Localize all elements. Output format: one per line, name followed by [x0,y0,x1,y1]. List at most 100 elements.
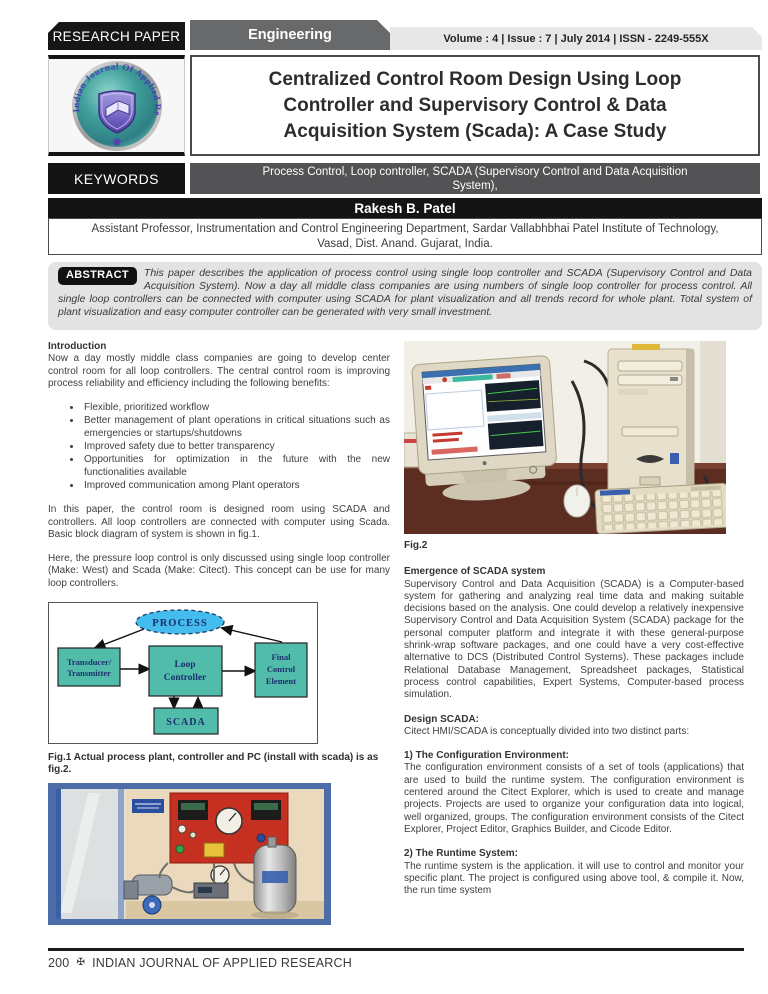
loop-controller-label-2: Controller [164,673,207,683]
introduction-paragraph-3: Here, the pressure loop control is only … [48,553,390,589]
wall-sign [132,798,164,813]
benefit-item: Improved communication among Plant opera… [82,480,390,492]
footer: 200 ✠ INDIAN JOURNAL OF APPLIED RESEARCH [48,956,744,970]
benefits-list: Flexible, prioritized workflow Better ma… [48,402,390,492]
cd-drive-2 [617,374,683,386]
benefit-item: Better management of plant operations in… [82,415,390,440]
configuration-heading: 1) The Configuration Environment: [404,750,569,762]
process-node [135,609,225,635]
scada-label: SCADA [166,717,205,728]
pressure-tank [251,836,299,919]
loop-controller-node [148,645,223,697]
trend-panel-1 [485,380,541,412]
monitor-power-button [529,465,538,474]
subject-label: Engineering [248,27,332,43]
door-frame-bar [118,788,124,919]
benefit-item: Flexible, prioritized workflow [82,402,390,414]
transducer-label-1: Transducer/ [67,657,112,667]
panel-yellow-button [203,842,225,858]
door-glare [60,792,100,913]
issue-info-bar: Volume : 4 | Issue : 7 | July 2014 | ISS… [390,27,762,50]
final-control-label-3: Element [266,676,296,686]
abstract-badge: ABSTRACT [58,267,137,285]
monitor-brand-mark [482,461,487,466]
research-paper-label: RESEARCH PAPER [52,28,181,44]
research-paper-badge: RESEARCH PAPER [48,22,185,50]
design-scada-heading: Design SCADA: [404,713,480,725]
drive-button-row [618,389,648,395]
page-number: 200 [48,956,70,970]
design-scada-paragraph: Citect HMI/SCADA is conceptually divided… [404,725,690,737]
runtime-heading: 2) The Runtime System: [404,848,518,860]
fig2-caption: Fig.2 [404,540,428,551]
scada-node [153,707,219,735]
cd-drive-1 [617,360,683,372]
paper-title-box: Centralized Control Room Design Using Lo… [190,55,760,156]
logo-star-icon [112,137,121,146]
tank-valve [267,836,277,848]
emergence-paragraph: Supervisory Control and Data Acquisition… [404,578,744,701]
monitor-base [442,479,531,501]
subject-badge: Engineering [190,20,390,50]
logo-shield-inner-line [101,92,132,130]
abstract-text: This paper describes the application of … [58,267,752,318]
configuration-paragraph: The configuration environment consists o… [404,762,744,835]
transducer-label-2: Transmitter [67,668,111,678]
keywords-text: Process Control, Loop controller, SCADA … [262,165,688,192]
fig1-plant-photo [48,782,331,925]
issue-info-text: Volume : 4 | Issue : 7 | July 2014 | ISS… [443,32,709,45]
final-control-label-1: Final [272,652,292,662]
pc-tower [607,344,695,502]
keyboard [594,482,726,534]
diagram-arrows [93,624,283,711]
keywords-bar: Process Control, Loop controller, SCADA … [190,163,760,194]
scada-screen-content [422,364,544,455]
power-button [639,476,661,486]
affiliation-box: Assistant Professor, Instrumentation and… [48,218,762,255]
mouse [563,484,591,518]
fig1-caption: Fig.1 Actual process plant, controller a… [48,752,379,776]
keyboard-brand-strip [599,489,631,496]
introduction-heading: Introduction [48,341,107,352]
introduction-paragraph-2: In this paper, the control room is desig… [48,504,390,540]
transducer-node [57,647,121,687]
loop-controller-label-1: Loop [174,660,195,670]
abstract-section: ABSTRACT This paper describes the applic… [48,262,762,330]
panel-green-button [175,844,185,854]
left-column: Introduction Now a day mostly middle cla… [48,341,390,931]
cross-pattee-icon: ✠ [76,956,86,968]
fig1-block-diagram: PROCESS Transducer/ Transmitter Loop Con… [57,609,308,735]
footer-rule [48,948,744,951]
runtime-paragraph: The runtime system is the application. i… [404,860,744,897]
tower-top-sticker [632,344,660,350]
final-control-label-2: Control [267,664,296,674]
benefit-item: Improved safety due to better transparen… [82,441,390,453]
crt-monitor [411,355,557,501]
emergence-heading: Emergence of SCADA system [404,566,546,578]
door-hinge-bar [56,788,61,919]
process-label: PROCESS [152,618,207,629]
author-name: Rakesh B. Patel [354,200,456,216]
tower-emblem [636,455,664,463]
intel-sticker [670,453,679,464]
tubing [158,861,255,893]
journal-name: INDIAN JOURNAL OF APPLIED RESEARCH [92,956,352,970]
fig1-diagram-frame: PROCESS Transducer/ Transmitter Loop Con… [48,602,318,745]
keywords-label: KEYWORDS [74,170,159,187]
author-bar: Rakesh B. Patel [48,198,762,218]
floppy-drive [621,426,679,437]
pump-assembly [123,874,173,915]
introduction-paragraph-1: Now a day mostly middle class companies … [48,353,390,389]
paper-title: Centralized Control Room Design Using Lo… [268,68,682,142]
journal-logo-cell: Indian Journal Of Applied Research [48,55,185,156]
fig2-computer-photo [404,341,726,534]
tank-label [262,870,288,883]
right-column: Fig.2 Emergence of SCADA system Supervis… [404,341,744,909]
trend-panel-2 [487,420,544,450]
final-control-node [254,642,308,698]
journal-logo: Indian Journal Of Applied Research [69,58,162,151]
keywords-badge: KEYWORDS [48,163,185,194]
acrylic-door [56,788,126,919]
benefit-item: Opportunities for optimization in the fu… [82,454,390,479]
affiliation-text: Assistant Professor, Instrumentation and… [91,222,719,250]
